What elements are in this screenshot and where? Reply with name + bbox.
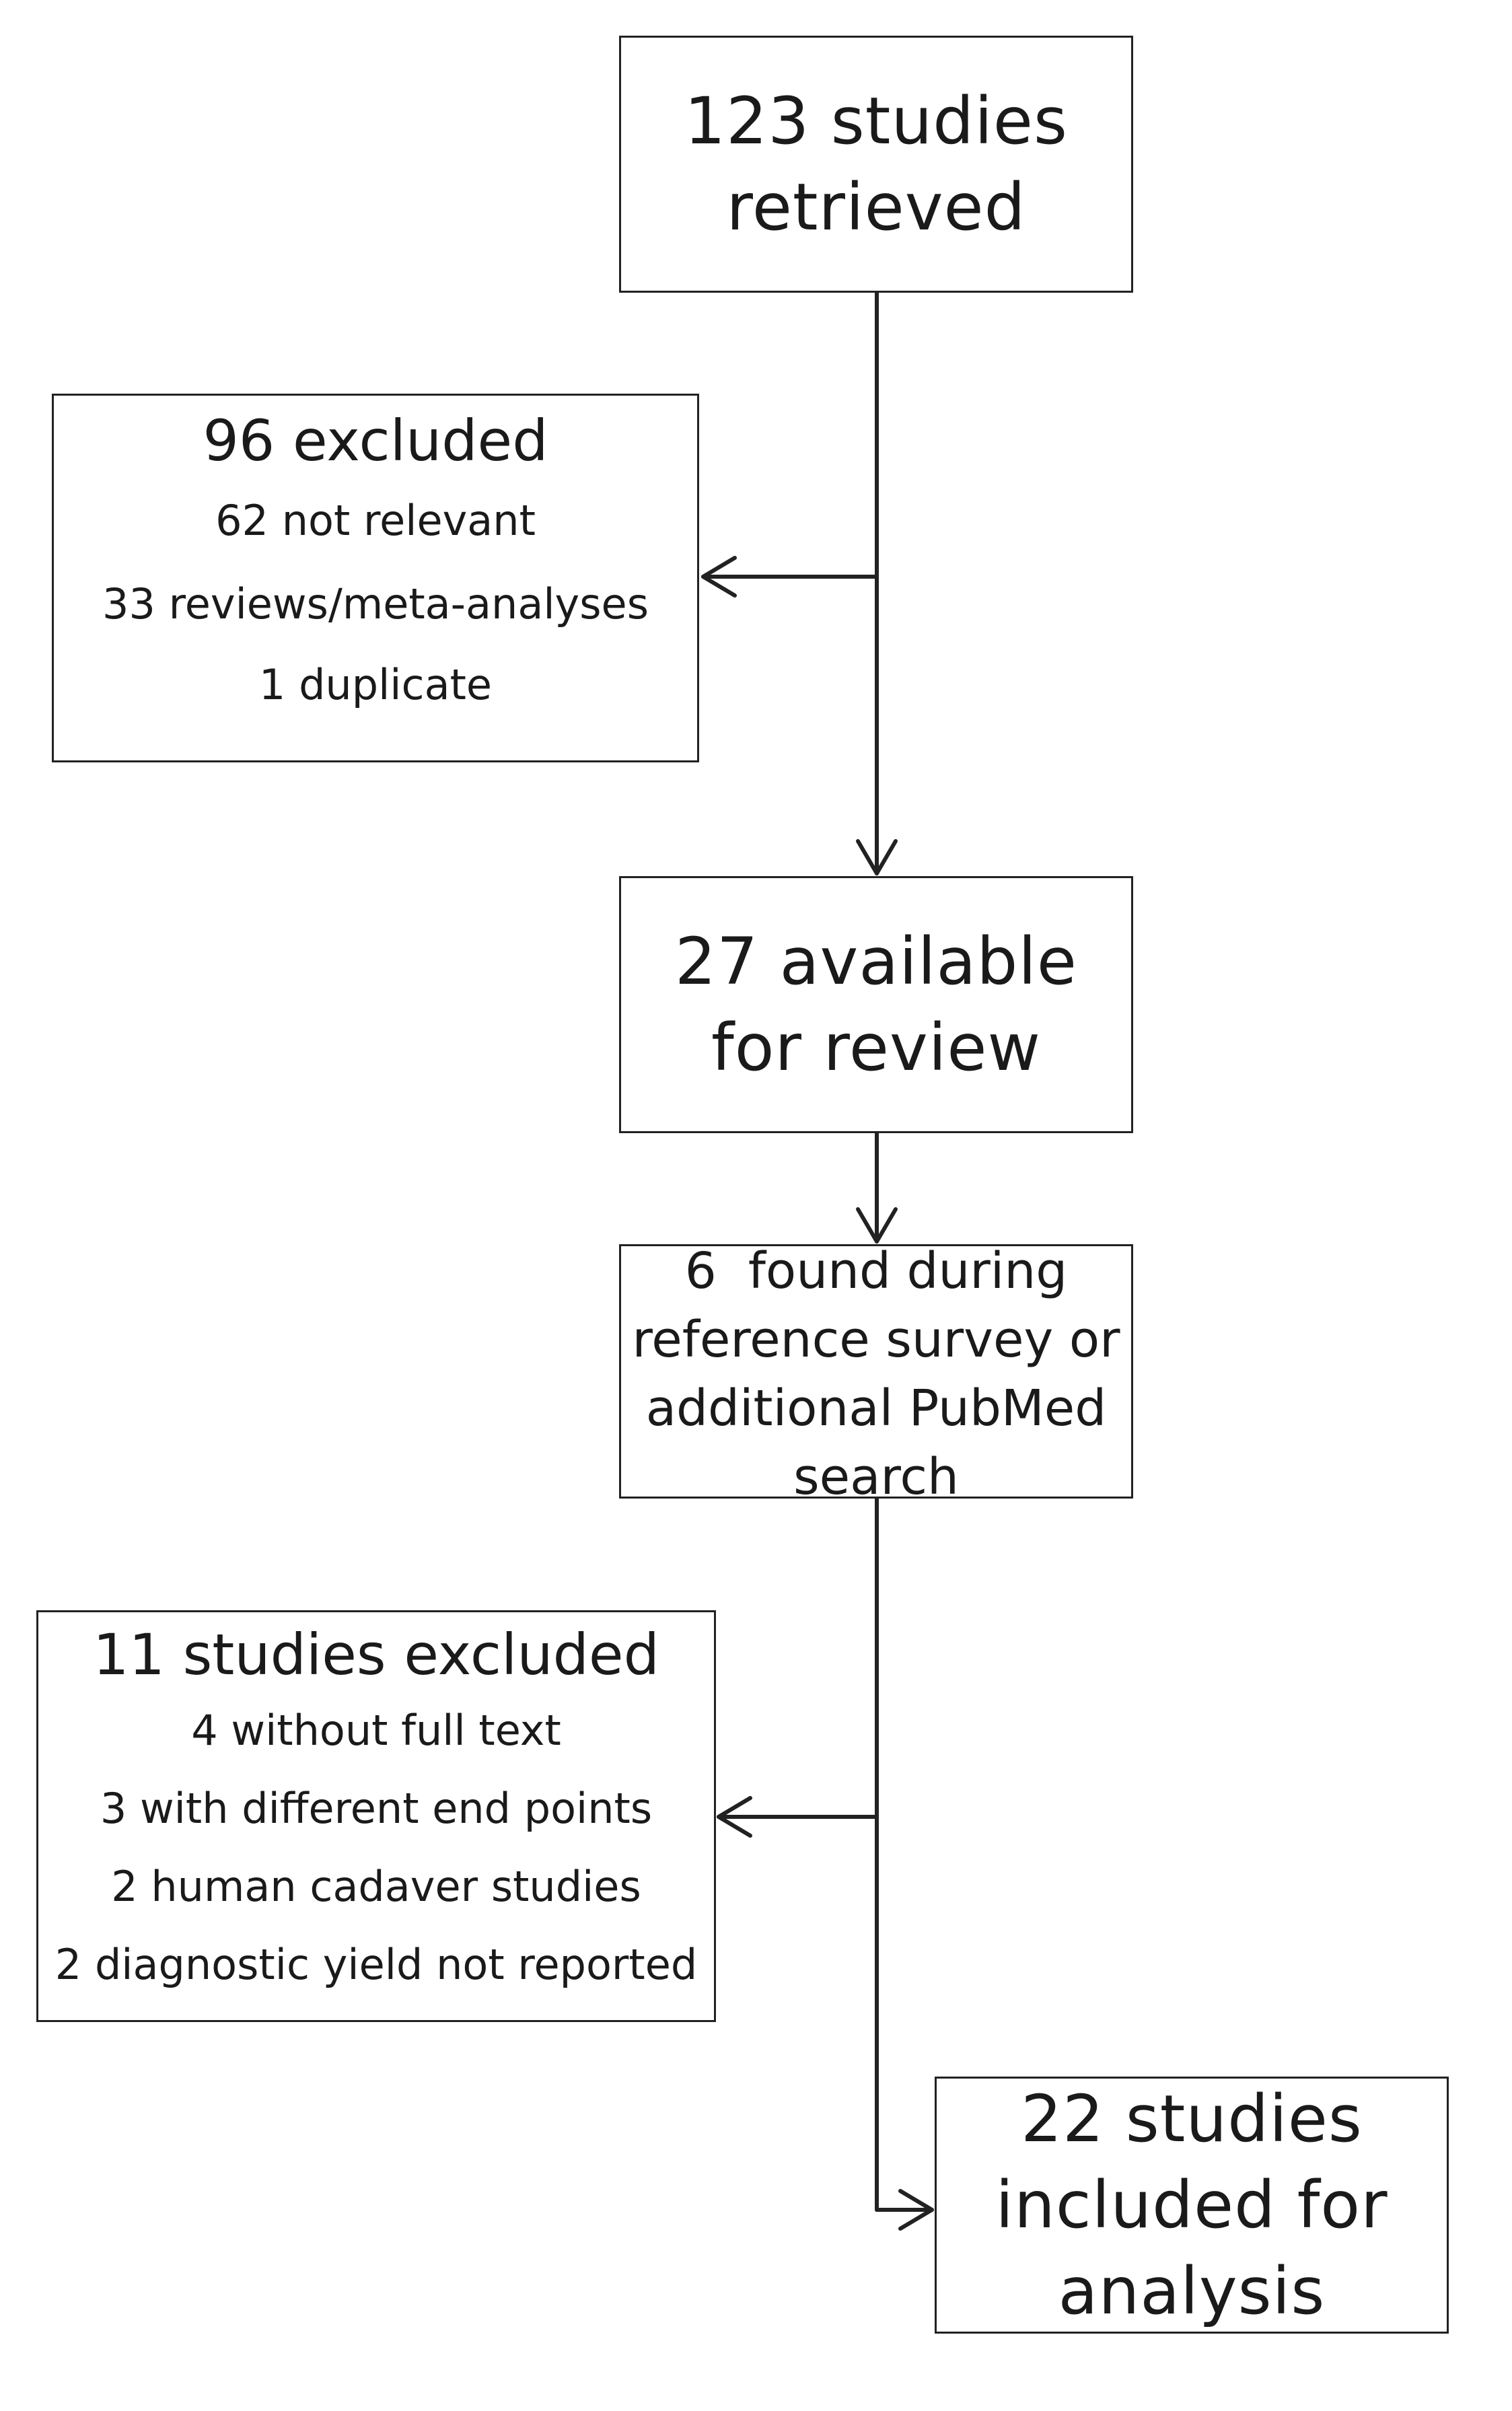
excluded-second-item: 2 diagnostic yield not reported [55, 1940, 698, 1989]
arrowhead-to-available [856, 839, 898, 875]
available-line-2: for review [711, 1010, 1041, 1085]
excluded-second-box: 11 studies excluded 4 without full text … [36, 1610, 716, 2022]
arrowhead-to-excluded-second [717, 1796, 752, 1838]
retrieved-line-1: 123 studies [684, 83, 1068, 159]
found-box: 6 found during reference survey or addit… [619, 1242, 1133, 1506]
found-line-1: 6 found during [684, 1242, 1068, 1300]
excluded-second-title: 11 studies excluded [93, 1622, 659, 1688]
available-box: 27 available for review [619, 876, 1133, 1133]
found-line-2: reference survey or [632, 1311, 1120, 1369]
included-line-3: analysis [1058, 2254, 1326, 2329]
excluded-first-title: 96 excluded [203, 408, 548, 474]
arrowhead-to-excluded-first [701, 556, 737, 598]
excluded-second-item: 2 human cadaver studies [111, 1862, 641, 1911]
arrowhead-to-included [898, 2189, 934, 2231]
excluded-second-item: 4 without full text [191, 1706, 561, 1755]
excluded-first-item: 33 reviews/meta-analyses [102, 579, 649, 628]
excluded-first-item: 1 duplicate [258, 660, 493, 709]
excluded-first-item: 62 not relevant [215, 496, 536, 545]
retrieved-line-2: retrieved [726, 170, 1026, 245]
excluded-first-box: 96 excluded 62 not relevant 33 reviews/m… [52, 394, 699, 762]
available-line-1: 27 available [675, 924, 1077, 999]
found-line-4: search [793, 1448, 959, 1506]
included-line-1: 22 studies [1021, 2081, 1363, 2157]
arrowhead-to-found [856, 1207, 898, 1244]
excluded-second-item: 3 with different end points [100, 1784, 653, 1833]
included-line-2: included for [995, 2167, 1388, 2243]
retrieved-box: 123 studies retrieved [619, 36, 1133, 293]
found-line-3: additional PubMed [645, 1379, 1107, 1437]
included-box: 22 studies included for analysis [935, 2077, 1449, 2334]
